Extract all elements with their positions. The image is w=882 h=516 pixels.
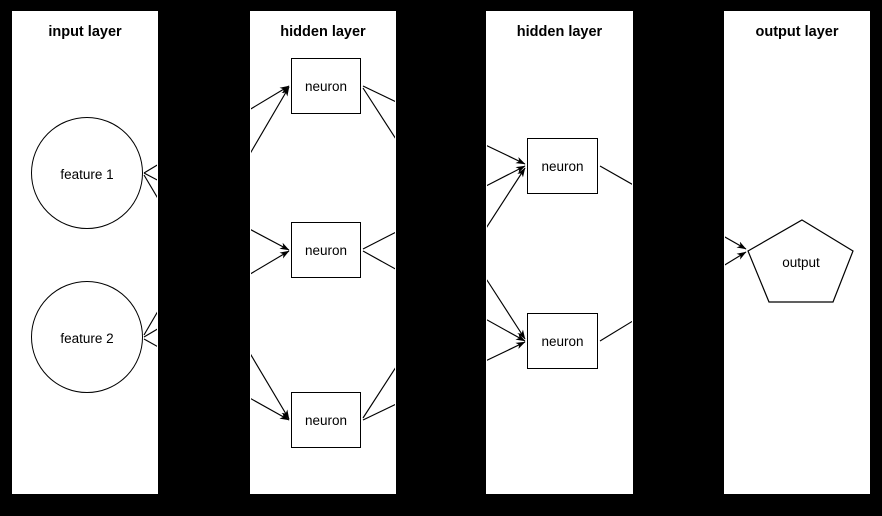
input-node-feature-1-label: feature 1 — [60, 167, 114, 182]
hidden-layer-2-title: hidden layer — [516, 24, 603, 40]
hidden-layer-1-title: hidden layer — [280, 24, 366, 40]
panel-input-layer — [12, 11, 158, 494]
input-node-feature-2-label: feature 2 — [60, 331, 114, 346]
hidden2-node-1[interactable]: neuron — [527, 138, 598, 194]
panel-hidden-layer-2 — [486, 11, 633, 494]
pentagon-icon — [747, 219, 854, 303]
output-node-label: output — [782, 255, 820, 270]
hidden2-node-1-label: neuron — [541, 159, 584, 174]
input-layer-title: input layer — [48, 24, 122, 40]
hidden2-node-2[interactable]: neuron — [527, 313, 598, 369]
hidden1-node-2[interactable]: neuron — [291, 222, 361, 278]
hidden1-node-3[interactable]: neuron — [291, 392, 361, 448]
hidden1-node-2-label: neuron — [304, 243, 348, 258]
output-layer-title: output layer — [755, 24, 839, 40]
hidden1-node-3-label: neuron — [304, 413, 348, 428]
output-node[interactable]: output — [744, 215, 858, 307]
input-node-feature-2[interactable]: feature 2 — [31, 281, 143, 393]
input-node-feature-1[interactable]: feature 1 — [31, 117, 143, 229]
hidden2-node-2-label: neuron — [541, 334, 584, 349]
hidden1-node-1-label: neuron — [304, 79, 348, 94]
hidden1-node-1[interactable]: neuron — [291, 58, 361, 114]
